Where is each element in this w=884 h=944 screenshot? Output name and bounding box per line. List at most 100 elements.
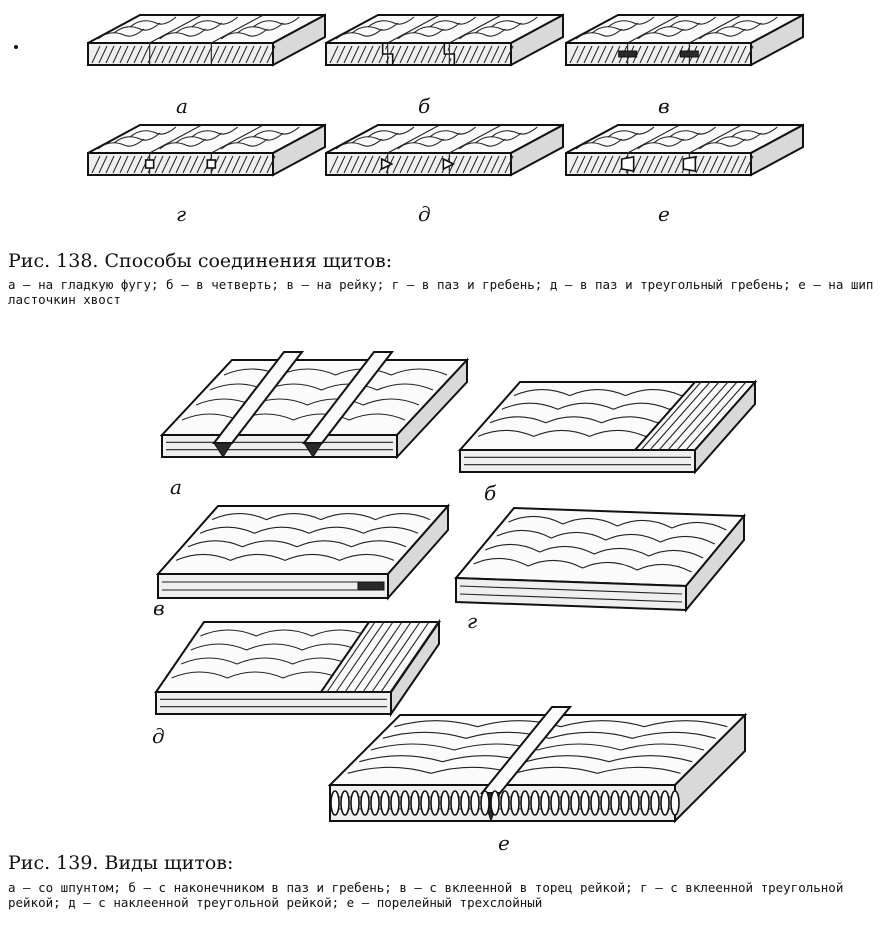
end-cap-grain: [676, 381, 738, 451]
end-grain-hatch: [413, 155, 423, 174]
wood-grain: [637, 28, 685, 40]
wood-grain: [575, 138, 623, 150]
end-grain-hatch: [175, 45, 185, 64]
end-grain-hatch: [569, 45, 579, 64]
end-grain-hatch: [576, 45, 586, 64]
fig139-panel-g: [453, 506, 747, 613]
fig139-label-v: в: [153, 596, 165, 620]
tongue-joint: [206, 159, 217, 169]
end-grain-hatch: [639, 45, 649, 64]
end-grain-hatch: [245, 155, 255, 174]
end-grain-hatch: [604, 45, 614, 64]
end-grain-hatch: [154, 155, 164, 174]
fig139-title: Рис. 139. Виды щитов:: [8, 852, 234, 874]
end-grain-hatch: [196, 45, 206, 64]
wood-grain: [714, 22, 762, 34]
fig138-label-e: е: [658, 202, 670, 226]
fig138-board-e: [565, 123, 804, 177]
end-cap-grain: [649, 381, 711, 451]
end-grain-hatch: [674, 155, 684, 174]
end-grain-hatch: [434, 155, 444, 174]
spline-joint: [618, 50, 638, 58]
panel-side-face: [396, 357, 468, 460]
wood-grain: [484, 543, 704, 559]
end-grain-hatch: [695, 45, 705, 64]
wood-grain: [474, 22, 522, 34]
edge-grain: [459, 585, 683, 595]
fig139-label-e: е: [498, 831, 510, 855]
end-grain-hatch: [91, 45, 101, 64]
board-seam: [627, 124, 680, 154]
end-grain-hatch: [483, 155, 493, 174]
wood-grain: [236, 22, 284, 34]
wood-grain: [508, 515, 727, 531]
end-grain-hatch: [343, 45, 353, 64]
end-grain-hatch: [105, 45, 115, 64]
end-grain-hatch: [504, 45, 514, 64]
core-strip: [570, 790, 580, 816]
end-cap-grain: [326, 621, 376, 693]
board-side-face: [750, 13, 804, 67]
wood-grain: [397, 138, 445, 150]
stray-dot: [14, 45, 18, 49]
core-strip: [580, 790, 590, 816]
fig139-panel-d: [154, 618, 441, 718]
fig138-board-v: [565, 13, 804, 67]
wood-grain: [97, 138, 145, 150]
wood-grain: [252, 16, 300, 28]
end-grain-hatch: [336, 45, 346, 64]
wood-grain: [97, 28, 145, 40]
end-grain-hatch: [399, 45, 409, 64]
board-seam: [149, 124, 202, 154]
core-strip: [650, 790, 660, 816]
wood-grain: [175, 22, 223, 34]
wood-grain: [429, 16, 477, 28]
end-grain-hatch: [646, 155, 656, 174]
board-seam: [449, 14, 502, 44]
end-grain-hatch: [611, 155, 621, 174]
end-grain-hatch: [462, 45, 472, 64]
wood-grain: [220, 28, 268, 40]
wood-grain: [714, 132, 762, 144]
core-strip: [670, 790, 680, 816]
end-grain-hatch: [231, 155, 241, 174]
end-grain-hatch: [364, 155, 374, 174]
end-grain-hatch: [569, 155, 579, 174]
end-grain-hatch: [590, 155, 600, 174]
board-seam: [627, 14, 680, 44]
board-seam: [449, 124, 502, 154]
wood-grain: [413, 22, 461, 34]
wood-grain: [351, 22, 399, 34]
core-strip: [330, 790, 340, 816]
wood-grain: [129, 126, 177, 138]
board-seam: [689, 124, 742, 154]
wood-grain: [473, 557, 692, 573]
end-grain-hatch: [357, 155, 367, 174]
end-cap-grain: [640, 381, 702, 451]
end-grain-hatch: [406, 45, 416, 64]
end-grain-hatch: [343, 155, 353, 174]
batten-profile: [213, 442, 233, 458]
core-strip: [380, 790, 390, 816]
end-grain-hatch: [427, 155, 437, 174]
end-grain-hatch: [483, 45, 493, 64]
end-grain-hatch: [98, 155, 108, 174]
fig139-label-d: д: [152, 724, 165, 748]
end-grain-hatch: [224, 45, 234, 64]
edge-insert: [357, 581, 385, 591]
end-grain-hatch: [497, 155, 507, 174]
fig138-caption: а — на гладкую фугу; б — в четверть; в —…: [8, 277, 881, 307]
fig139-panel-v: [155, 503, 451, 601]
core-strip: [600, 790, 610, 816]
board-side-face: [510, 13, 564, 67]
end-grain-hatch: [611, 45, 621, 64]
end-grain-hatch: [653, 45, 663, 64]
fig138-label-a: а: [176, 94, 188, 118]
board-seam: [211, 14, 264, 44]
end-grain-hatch: [245, 45, 255, 64]
end-grain-hatch: [182, 45, 192, 64]
end-grain-hatch: [723, 45, 733, 64]
wood-grain: [496, 529, 716, 545]
end-grain-hatch: [203, 45, 213, 64]
core-strip: [520, 790, 530, 816]
